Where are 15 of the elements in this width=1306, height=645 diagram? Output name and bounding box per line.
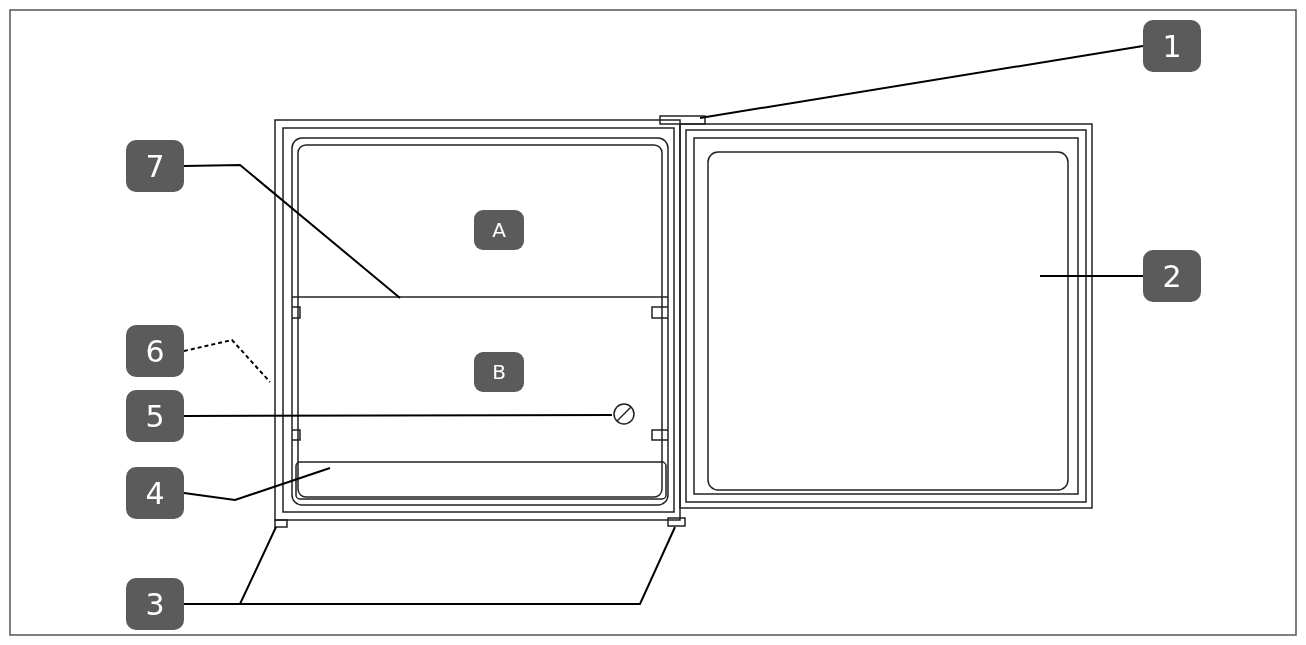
leader-line [183,414,613,417]
callout-number: A [474,210,524,250]
callout-number: B [474,352,524,392]
leader-line [183,164,401,299]
leader-line [699,45,1144,119]
callout-number: 5 [126,390,184,442]
callout-number: 1 [1143,20,1201,72]
leader-line [1039,275,1144,277]
callout-number: 4 [126,467,184,519]
callout-number: 7 [126,140,184,192]
callout-number: 6 [126,325,184,377]
callout-number: 3 [126,578,184,630]
leader-line [183,338,271,383]
leader-line [183,467,331,502]
callout-number: 2 [1143,250,1201,302]
